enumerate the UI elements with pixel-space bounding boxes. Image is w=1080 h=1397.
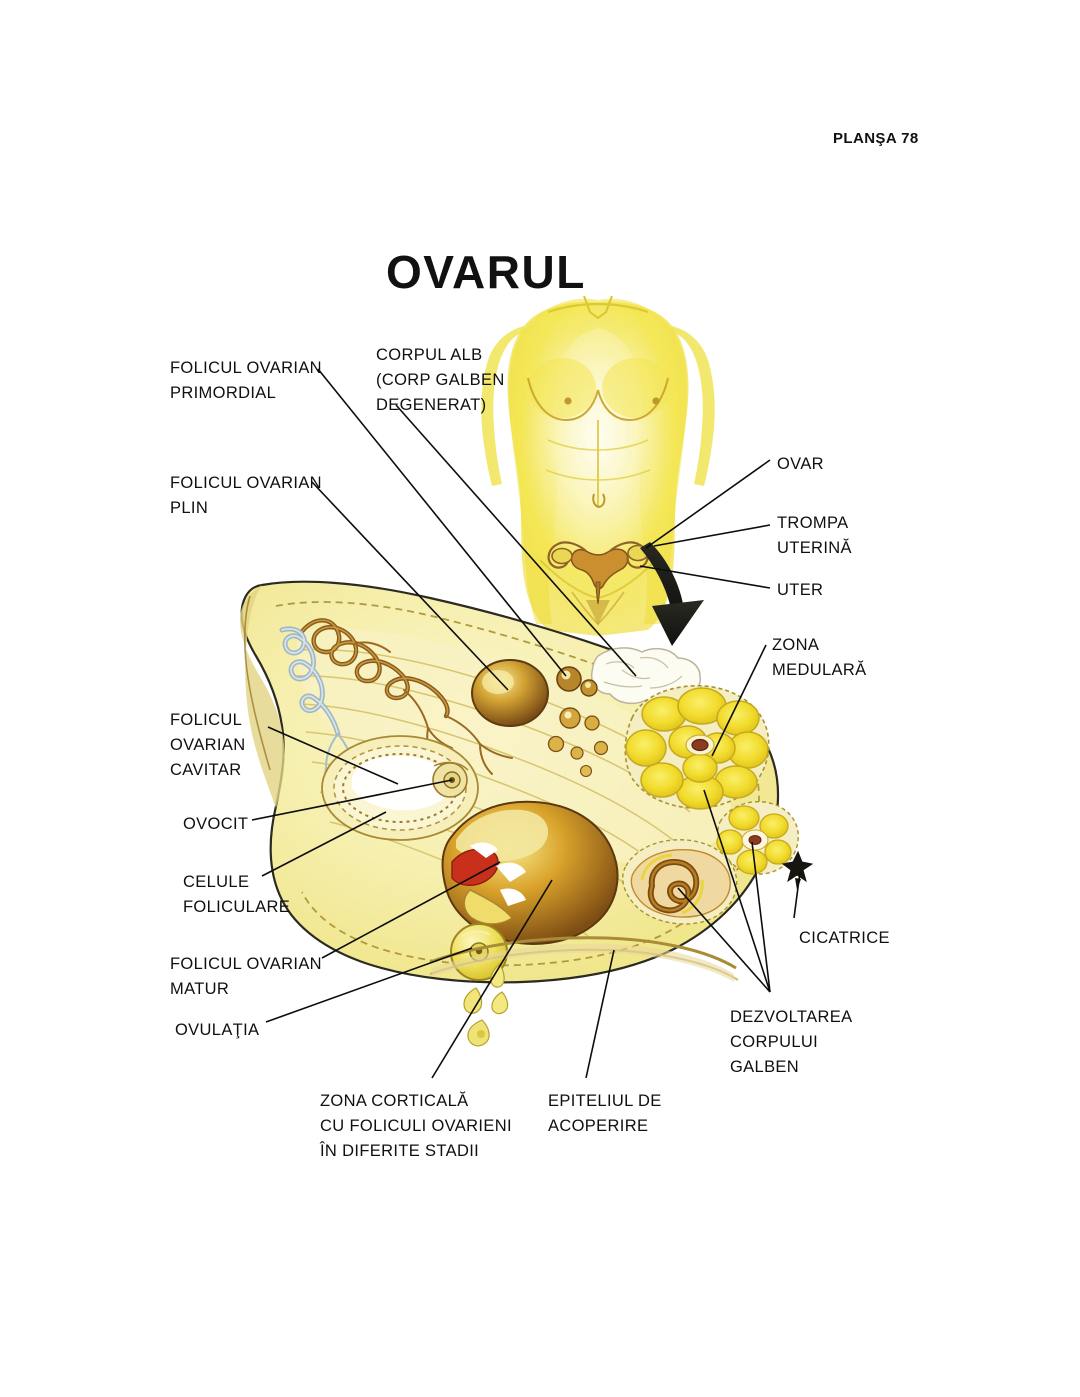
label-dezvoltarea-corpului-galben: DEZVOLTAREA CORPULUI GALBEN [730,1005,852,1080]
label-cicatrice: CICATRICE [799,926,890,951]
label-line: FOLICUL OVARIAN [170,474,322,492]
label-zona-medulara: ZONA MEDULARĂ [772,633,867,683]
label-line: OVOCIT [183,815,249,833]
label-trompa-uterina: TROMPA UTERINĂ [777,511,852,561]
plate-number: PLANŞA 78 [833,130,919,147]
label-line: UTERINĂ [777,539,852,557]
corpus-luteum-small [716,801,799,875]
label-line: MEDULARĂ [772,661,867,679]
uterus-and-adnexa [547,541,649,605]
label-celule-foliculare: CELULE FOLICULARE [183,870,290,920]
page-title: OVARUL [386,245,586,298]
label-line: PRIMORDIAL [170,384,277,402]
ovary-scar [781,850,814,890]
full-follicle [471,659,549,727]
primordial-follicles [547,666,609,778]
label-line: DEGENERAT) [376,396,487,414]
label-line: ZONA CORTICALĂ [320,1092,469,1110]
label-line: CAVITAR [170,761,242,779]
label-line: EPITELIUL DE [548,1092,662,1110]
label-ovar: OVAR [777,452,824,477]
female-torso-figure [481,295,715,636]
cavitary-follicle [321,735,479,841]
label-line: FOLICUL OVARIAN [170,359,322,377]
label-line: TROMPA [777,514,849,532]
label-line: ÎN DIFERITE STADII [320,1142,480,1160]
leader-lines [251,368,801,1079]
magnification-arrow [640,542,704,646]
label-epiteliul-de-acoperire: EPITELIUL DE ACOPERIRE [548,1089,662,1139]
label-line: DEZVOLTAREA [730,1008,853,1026]
mature-follicle-and-ovulation [441,800,619,1047]
label-line: FOLICULARE [183,898,291,916]
surface-epithelium-band [429,936,739,982]
corpus-luteum-mature [624,684,770,810]
label-line: FOLICUL [170,711,243,729]
label-line: CELULE [183,873,250,891]
label-line: (CORP GALBEN [376,371,505,389]
label-line: GALBEN [730,1058,800,1076]
label-folicul-ovarian-plin: FOLICUL OVARIAN PLIN [170,471,322,521]
label-line: PLIN [170,499,209,517]
label-line: OVARIAN [170,736,246,754]
label-line: MATUR [170,980,230,998]
label-folicul-ovarian-primordial: FOLICUL OVARIAN PRIMORDIAL [170,356,322,406]
label-line: ZONA [772,636,820,654]
label-line: CORPULUI [730,1033,819,1051]
label-folicul-ovarian-matur: FOLICUL OVARIAN MATUR [170,952,322,1002]
label-line: FOLICUL OVARIAN [170,955,322,973]
ovary-cross-section [240,580,814,1047]
label-line: OVULAŢIA [175,1021,260,1039]
label-line: UTER [777,581,824,599]
corpus-luteum-developing [622,839,738,925]
label-ovulatia: OVULAŢIA [175,1018,259,1043]
label-line: OVAR [777,455,824,473]
label-line: CU FOLICULI OVARIENI [320,1117,512,1135]
label-corpul-alb: CORPUL ALB (CORP GALBEN DEGENERAT) [376,343,505,418]
label-line: CICATRICE [799,929,890,947]
medullary-vessels [279,618,513,797]
corpus-albicans [590,647,701,705]
label-line: CORPUL ALB [376,346,483,364]
label-ovocit: OVOCIT [183,812,248,837]
label-uter: UTER [777,578,823,603]
label-line: ACOPERIRE [548,1117,649,1135]
label-zona-corticala: ZONA CORTICALĂ CU FOLICULI OVARIENI ÎN D… [320,1089,512,1164]
label-folicul-ovarian-cavitar: FOLICUL OVARIAN CAVITAR [170,708,246,783]
